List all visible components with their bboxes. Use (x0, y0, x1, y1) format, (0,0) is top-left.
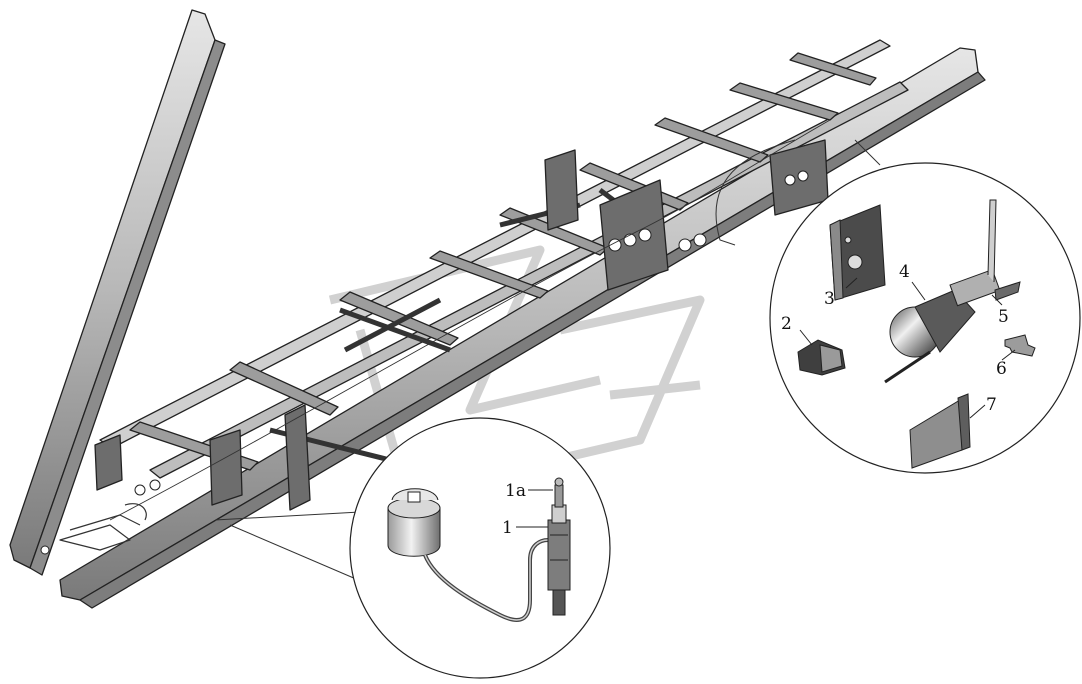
callout-6-label: 6 (996, 359, 1007, 379)
connecting-pipe-highlight (424, 539, 549, 621)
reservoir-canister (387, 488, 441, 557)
left-callout-leaders (516, 489, 553, 528)
callout-7-label: 7 (986, 395, 997, 415)
part-4-motor-unit (884, 199, 1021, 384)
leader-to-left-circle-2 (229, 524, 371, 586)
far-side-rail-web (29, 39, 226, 576)
leader-to-right-circle-2 (854, 139, 881, 166)
part-3-bracket-plate (829, 204, 886, 301)
leader-to-right-circle (715, 139, 796, 246)
callout-5-label: 5 (998, 307, 1009, 327)
part-7-mounting-plate (909, 393, 971, 469)
magnified-detail-circle-left-icon (349, 417, 611, 679)
gusset-plates (94, 139, 829, 511)
right-callout-leaders (799, 277, 1016, 419)
callout-1-label: 1 (502, 518, 513, 538)
callout-3-label: 3 (824, 289, 835, 309)
callout-4-label: 4 (899, 262, 910, 282)
chassis-frame (9, 9, 986, 609)
part-6-strip-bracket (1004, 334, 1036, 357)
part-2-small-bracket (797, 339, 846, 376)
detail-circle-right: 3 2 4 5 6 7 (769, 162, 1081, 474)
routing-wire (109, 119, 831, 521)
part-1-valve (547, 477, 571, 616)
callout-2-label: 2 (781, 314, 792, 334)
leader-to-left-circle (214, 511, 361, 521)
leader-lines (109, 119, 881, 586)
gusset-holes (40, 170, 809, 555)
callout-1a-label: 1a (505, 481, 526, 501)
detail-circle-left: 1a 1 (349, 417, 611, 679)
